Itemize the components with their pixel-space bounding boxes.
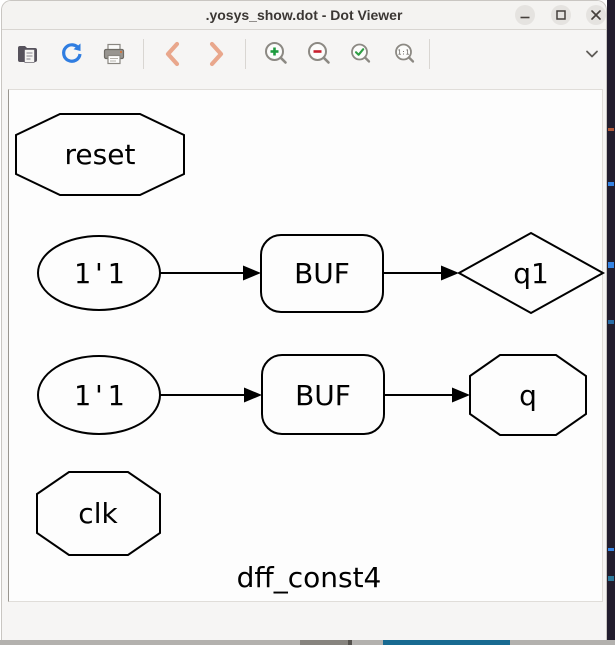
reload-button[interactable]	[55, 32, 89, 76]
close-button[interactable]	[586, 5, 606, 25]
node-label: q	[519, 379, 537, 412]
zoom-out-button[interactable]	[302, 32, 336, 76]
chevron-right-icon	[209, 41, 224, 67]
node-q1	[456, 231, 606, 315]
toolbar: 1:1	[2, 30, 606, 79]
refresh-icon	[62, 43, 82, 63]
close-icon	[591, 10, 601, 20]
window-title: .yosys_show.dot - Dot Viewer	[205, 7, 403, 23]
magnifier-plus-icon	[265, 42, 287, 64]
toolbar-separator	[245, 39, 246, 69]
background-mark	[608, 262, 614, 268]
magnifier-check-icon	[351, 43, 371, 63]
minimize-icon	[520, 16, 530, 19]
taskbar-segment	[300, 640, 348, 645]
maximize-icon	[556, 10, 566, 20]
node-clk	[36, 471, 161, 556]
toolbar-overflow-button[interactable]	[575, 32, 609, 76]
taskbar-segment	[348, 640, 352, 645]
folder-document-icon	[18, 46, 37, 63]
background-mark	[608, 320, 614, 324]
dot-viewer-window: .yosys_show.dot - Dot Viewer	[1, 0, 607, 640]
arrowhead	[441, 265, 459, 281]
graph-title: dff_const4	[237, 561, 382, 594]
open-button[interactable]	[11, 32, 45, 76]
printer-icon	[103, 43, 125, 65]
zoom-fit-button[interactable]	[344, 32, 378, 76]
titlebar[interactable]: .yosys_show.dot - Dot Viewer	[2, 1, 606, 30]
toolbar-separator	[429, 39, 430, 69]
node-label: q1	[513, 257, 549, 290]
maximize-button[interactable]	[551, 5, 571, 25]
chevron-down-icon	[586, 50, 598, 58]
arrowhead	[452, 387, 470, 403]
node-label: 1'1	[74, 257, 125, 290]
node-q	[469, 354, 587, 436]
arrowhead	[243, 265, 261, 281]
node-label: BUF	[295, 379, 351, 412]
zoom-in-button[interactable]	[259, 32, 293, 76]
background-taskbar-indicator	[383, 640, 510, 645]
magnifier-minus-icon	[308, 42, 330, 64]
background-mark	[608, 548, 614, 551]
back-button[interactable]	[156, 32, 190, 76]
minimize-button[interactable]	[515, 5, 535, 25]
graph-canvas[interactable]: reset 1'1 BUF q1 1'1 BUF q clk dff_const…	[8, 89, 606, 602]
node-label: clk	[78, 497, 118, 530]
arrowhead	[244, 387, 262, 403]
background-mark	[608, 182, 614, 186]
lens-label: 1:1	[398, 48, 410, 56]
node-reset	[15, 113, 185, 196]
chevron-left-icon	[165, 41, 180, 67]
print-button[interactable]	[97, 32, 131, 76]
node-label: BUF	[294, 257, 350, 290]
background-taskbar-strip	[0, 640, 615, 645]
background-mark	[608, 576, 614, 581]
background-mark	[608, 128, 614, 131]
magnifier-1to1-icon: 1:1	[395, 43, 415, 63]
zoom-original-button[interactable]: 1:1	[388, 32, 422, 76]
forward-button[interactable]	[199, 32, 233, 76]
toolbar-separator	[143, 39, 144, 69]
node-label: reset	[65, 138, 136, 171]
background-window-strip	[607, 0, 615, 645]
node-label: 1'1	[74, 379, 125, 412]
